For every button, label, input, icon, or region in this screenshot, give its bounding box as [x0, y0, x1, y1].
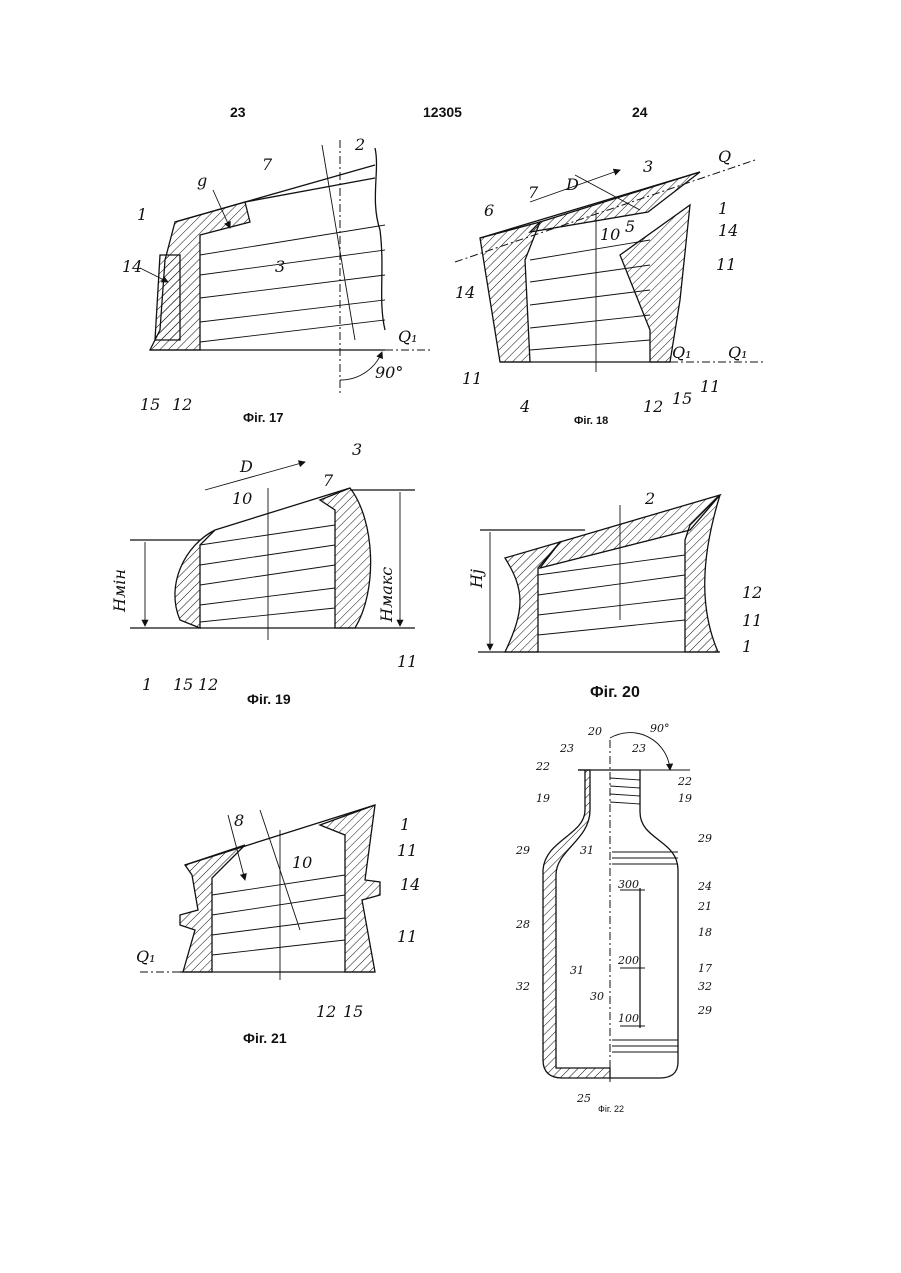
fig20-label-12: 12 [742, 583, 762, 602]
fig17-label-q1: Q₁ [398, 327, 418, 346]
fig22-label-31a: 31 [580, 844, 594, 857]
fig20-label-2: 2 [644, 489, 655, 508]
fig18-label-10: 10 [600, 225, 620, 244]
fig19-label-1: 1 [142, 675, 152, 694]
fig18-label-14a: 14 [718, 221, 738, 240]
fig18-label-d: D [565, 175, 579, 194]
fig19-caption: Фіг. 19 [247, 691, 291, 707]
fig21-label-1: 1 [400, 815, 410, 834]
fig17-label-12: 12 [172, 395, 192, 414]
fig18-label-q1b: Q₁ [728, 343, 748, 362]
fig21-label-14: 14 [400, 875, 420, 894]
fig18-label-6: 6 [484, 201, 494, 220]
fig22-label-29c: 29 [697, 1004, 712, 1017]
figure-17: 1 2 7 g 3 14 Q₁ 90° 15 12 [122, 135, 430, 414]
fig18-label-7: 7 [528, 183, 539, 202]
fig17-label-g: g [197, 171, 207, 190]
fig22-label-29b: 29 [697, 832, 712, 845]
fig22-label-19a: 19 [536, 792, 550, 805]
fig19-label-10: 10 [232, 489, 252, 508]
fig21-label-11a: 11 [397, 841, 417, 860]
fig20-label-hj: Hj [467, 569, 486, 589]
fig18-label-4: 4 [519, 397, 530, 416]
fig18-label-1: 1 [718, 199, 728, 218]
fig21-label-q1: Q₁ [136, 947, 156, 966]
fig22-label-23b: 23 [631, 742, 646, 755]
fig18-caption: Фіг. 18 [574, 415, 608, 427]
fig18-label-5: 5 [625, 217, 635, 236]
fig22-label-90: 90° [650, 722, 670, 735]
fig22-label-29a: 29 [515, 844, 530, 857]
fig22-label-18: 18 [698, 926, 712, 939]
fig18-label-11c: 11 [700, 377, 720, 396]
fig18-label-15: 15 [672, 389, 692, 408]
fig19-label-d: D [239, 457, 253, 476]
fig21-label-8: 8 [234, 811, 244, 830]
fig17-label-3: 3 [275, 257, 285, 276]
fig18-label-q: Q [718, 147, 731, 166]
fig22-label-17: 17 [698, 962, 712, 975]
fig17-label-2: 2 [354, 135, 365, 154]
fig17-label-15: 15 [140, 395, 160, 414]
fig21-label-15: 15 [343, 1002, 363, 1021]
fig17-label-90: 90° [375, 363, 403, 382]
fig18-label-3: 3 [643, 157, 653, 176]
fig22-label-25: 25 [576, 1092, 591, 1105]
fig22-label-22a: 22 [535, 760, 550, 773]
fig18-label-12: 12 [643, 397, 663, 416]
fig21-label-12: 12 [316, 1002, 336, 1021]
fig22-caption: Фіг. 22 [598, 1104, 624, 1114]
fig18-label-11a: 11 [716, 255, 736, 274]
fig21-label-11b: 11 [397, 927, 417, 946]
fig22-label-31b: 31 [570, 964, 584, 977]
fig22-scale-200: 200 [617, 954, 639, 967]
fig17-caption: Фіг. 17 [243, 410, 284, 425]
fig20-caption: Фіг. 20 [590, 684, 640, 701]
fig18-label-14b: 14 [455, 283, 475, 302]
fig22-label-19b: 19 [678, 792, 692, 805]
fig22-label-32a: 32 [516, 980, 530, 993]
figure-21: 8 1 10 11 14 11 Q₁ 12 15 [136, 805, 420, 1021]
fig19-label-hmaks: Hмакс [377, 567, 396, 623]
fig20-label-1: 1 [742, 637, 752, 656]
fig18-label-q1a: Q₁ [672, 343, 692, 362]
figure-20: 2 Hj 12 11 1 [467, 489, 762, 656]
fig22-label-22b: 22 [677, 775, 692, 788]
fig19-label-11: 11 [397, 652, 417, 671]
fig21-caption: Фіг. 21 [243, 1030, 287, 1046]
fig17-label-14: 14 [122, 257, 142, 276]
fig17-label-1: 1 [137, 205, 147, 224]
fig19-label-12: 12 [198, 675, 218, 694]
fig21-label-10: 10 [292, 853, 312, 872]
fig22-scale-300: 300 [618, 878, 639, 891]
fig22-label-32b: 32 [698, 980, 712, 993]
figure-22: 300 200 100 20 90° 23 23 22 22 19 19 29 … [515, 722, 712, 1105]
fig22-label-20: 20 [587, 725, 602, 738]
fig22-label-24: 24 [697, 880, 712, 893]
fig19-label-7: 7 [323, 471, 334, 490]
fig22-scale-100: 100 [618, 1012, 639, 1025]
figure-19: D 3 7 10 Hмін Hмакс 1 15 12 11 [110, 440, 417, 694]
fig19-label-3: 3 [352, 440, 362, 459]
fig18-label-11b: 11 [462, 369, 482, 388]
fig22-label-28: 28 [515, 918, 530, 931]
fig22-label-21: 21 [697, 900, 712, 913]
fig19-label-15: 15 [173, 675, 193, 694]
fig20-label-11: 11 [742, 611, 762, 630]
figure-18: Q D 3 7 6 1 5 10 14 11 14 Q₁ Q₁ 11 4 12 … [455, 147, 765, 416]
fig19-label-hmin: Hмін [110, 569, 129, 613]
fig22-label-23a: 23 [559, 742, 574, 755]
fig22-label-30: 30 [590, 990, 604, 1003]
fig17-label-7: 7 [262, 155, 273, 174]
